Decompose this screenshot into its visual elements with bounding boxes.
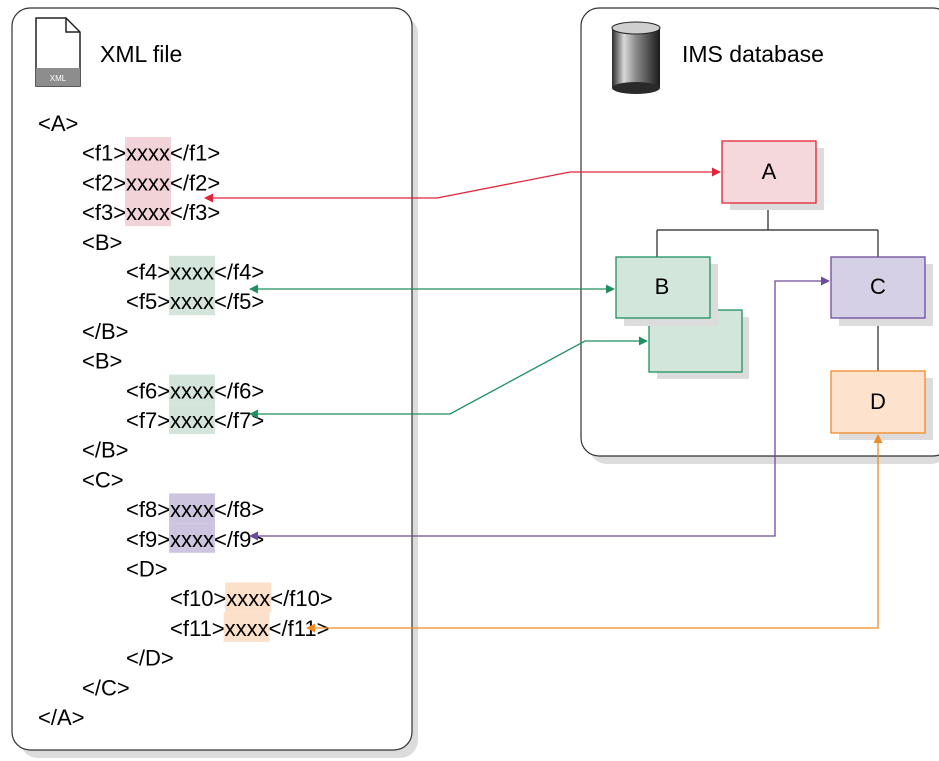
xml-open-tag: <f6> [126, 378, 170, 403]
segment-a-label: A [762, 159, 777, 184]
segment-a: A [721, 140, 824, 210]
xml-field-value: xxxx [170, 408, 214, 433]
xml-file-icon: XML [35, 17, 81, 87]
segment-d-label: D [870, 389, 886, 414]
xml-field-value: xxxx [126, 170, 170, 195]
segment-d: D [830, 370, 933, 440]
xml-field-value: xxxx [170, 497, 214, 522]
xml-open-tag: <f11> [170, 616, 225, 641]
mapping-arrow-a [204, 167, 721, 203]
database-cylinder-icon [611, 21, 661, 94]
field-highlight [223, 612, 270, 642]
xml-open-tag: <f3> [82, 200, 126, 225]
xml-field-value: xxxx [126, 141, 170, 166]
segment-c: C [830, 256, 933, 326]
xml-open-tag: <A> [38, 111, 78, 136]
field-highlight [125, 166, 172, 197]
ims-database-panel: IMS database A B [580, 7, 939, 464]
segment-c-label: C [870, 274, 886, 299]
xml-close-tag: </f3> [170, 200, 220, 225]
ims-panel-title: IMS database [682, 41, 824, 67]
xml-panel-title: XML file [100, 41, 182, 67]
xml-open-tag: </C> [82, 675, 130, 700]
field-highlight [169, 493, 216, 524]
field-highlight [169, 285, 216, 316]
xml-open-tag: <f7> [126, 408, 170, 433]
field-highlight [169, 404, 216, 434]
xml-field-value: xxxx [170, 527, 214, 552]
xml-open-tag: <C> [82, 467, 124, 492]
xml-badge-text: XML [50, 74, 67, 83]
xml-close-tag: </f10> [270, 586, 332, 611]
xml-close-tag: </f9> [214, 527, 264, 552]
xml-file-panel: XML XML file <A><f1>xxxx</f1><f2>xxxx</f… [11, 7, 418, 758]
xml-open-tag: </A> [38, 705, 84, 730]
xml-close-tag: </f2> [170, 170, 220, 195]
xml-open-tag: <f5> [126, 289, 170, 314]
xml-open-tag: <f8> [126, 497, 170, 522]
xml-close-tag: </f7> [214, 408, 264, 433]
xml-close-tag: </f6> [214, 378, 264, 403]
xml-field-value: xxxx [170, 260, 214, 285]
xml-open-tag: </B> [82, 319, 128, 344]
xml-close-tag: </f5> [214, 289, 264, 314]
xml-field-value: xxxx [226, 586, 270, 611]
xml-field-value: xxxx [126, 200, 170, 225]
field-highlight [169, 523, 216, 553]
xml-field-value: xxxx [170, 289, 214, 314]
xml-close-tag: </f1> [170, 141, 220, 166]
xml-open-tag: <f4> [126, 260, 170, 285]
xml-open-tag: <f9> [126, 527, 170, 552]
xml-open-tag: <D> [126, 557, 168, 582]
mapping-arrows [204, 167, 883, 633]
xml-open-tag: </B> [82, 438, 128, 463]
segment-b: B [615, 256, 718, 326]
xml-open-tag: <B> [82, 349, 122, 374]
xml-close-tag: </f8> [214, 497, 264, 522]
field-highlight [169, 374, 216, 405]
segment-b-label: B [655, 274, 670, 299]
xml-open-tag: <f10> [170, 586, 226, 611]
mapping-arrow-d [306, 434, 883, 633]
xml-open-tag: </D> [126, 646, 174, 671]
field-highlight [125, 137, 172, 167]
field-highlight [169, 255, 216, 286]
xml-field-value: xxxx [225, 616, 269, 641]
xml-open-tag: <B> [82, 230, 122, 255]
field-highlight [125, 196, 172, 227]
xml-open-tag: <f1> [82, 141, 126, 166]
field-highlight [225, 582, 272, 613]
xml-field-value: xxxx [170, 378, 214, 403]
xml-open-tag: <f2> [82, 170, 126, 195]
xml-close-tag: </f4> [214, 260, 264, 285]
